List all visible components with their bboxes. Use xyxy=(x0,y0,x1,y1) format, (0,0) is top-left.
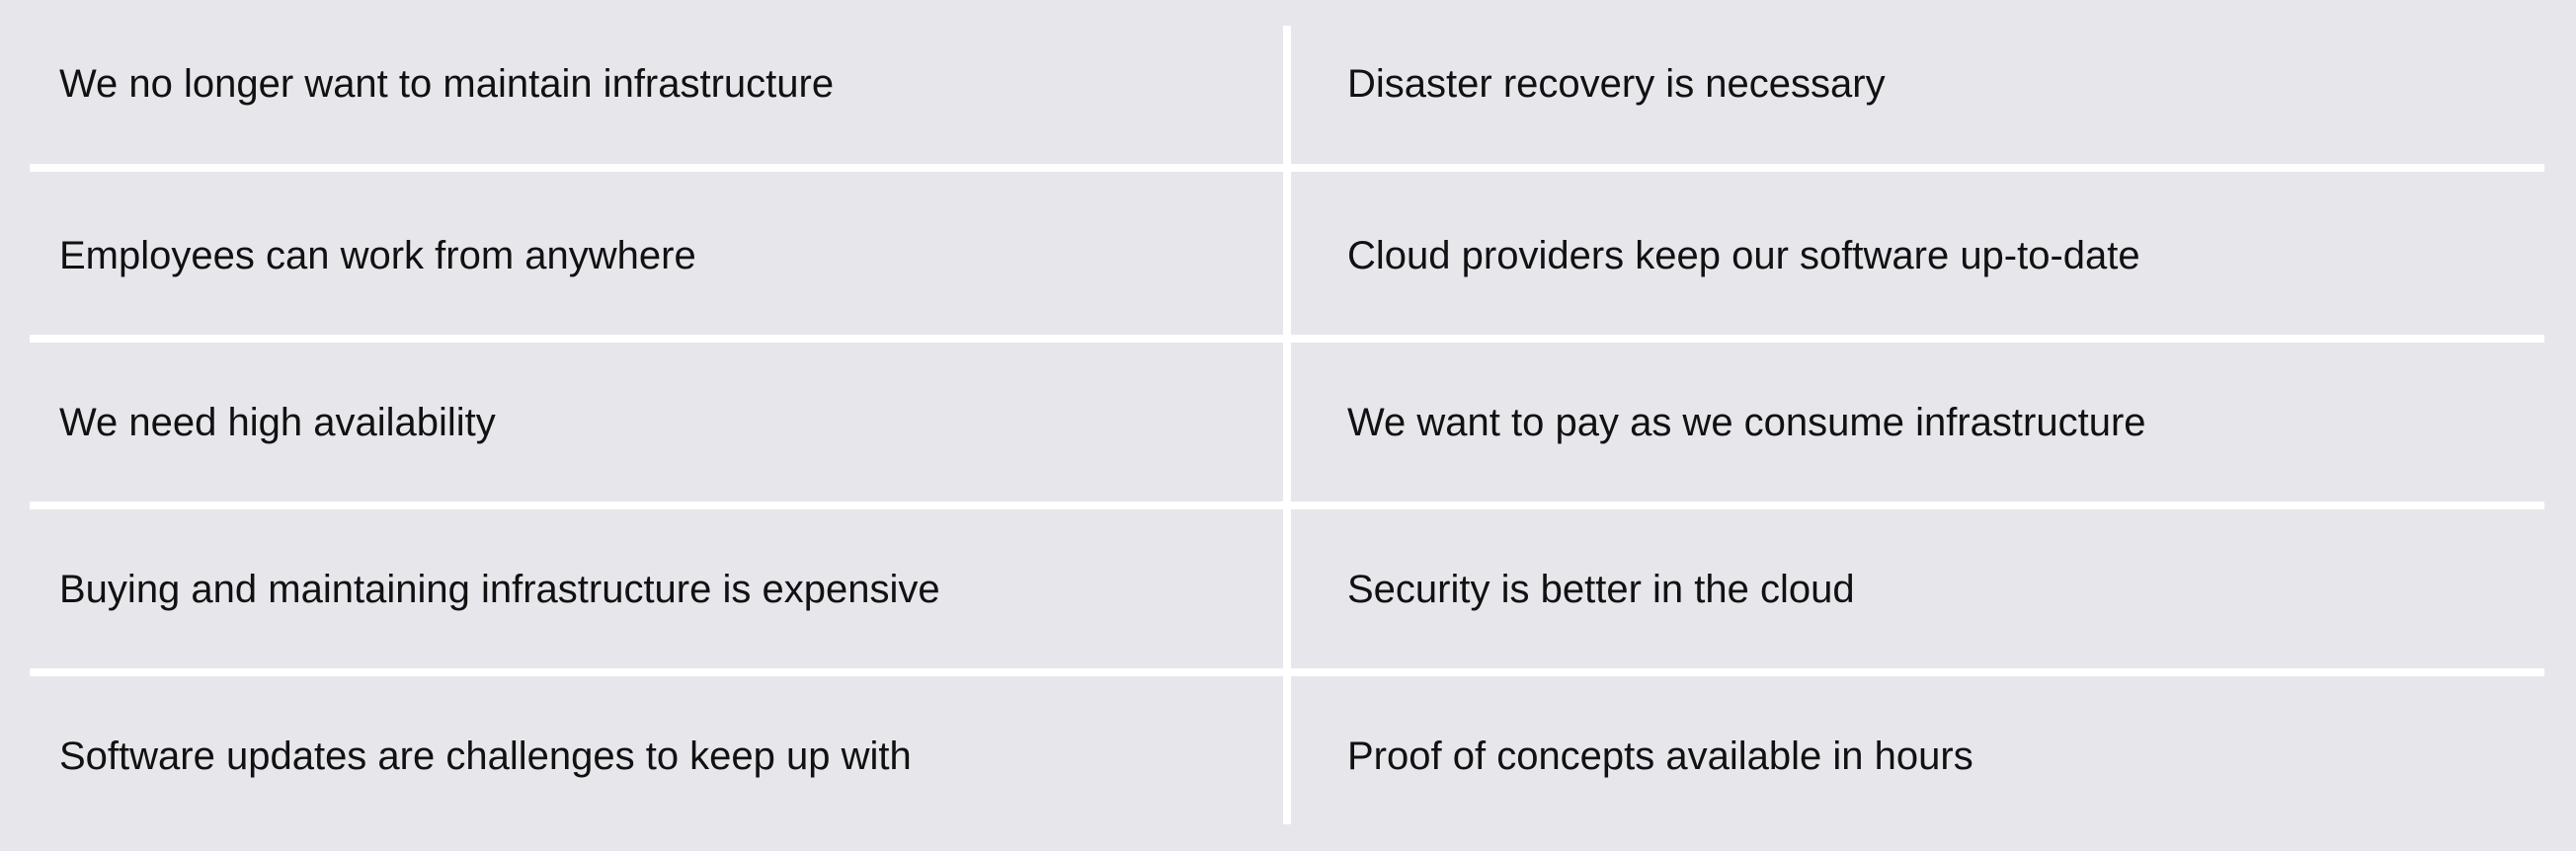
table-cell-left-2: Employees can work from anywhere xyxy=(59,172,1284,340)
reasons-table: We no longer want to maintain infrastruc… xyxy=(30,0,2544,851)
table-cell-left-5: Software updates are challenges to keep … xyxy=(59,672,1284,840)
table-cell-left-4: Buying and maintaining infrastructure is… xyxy=(59,505,1284,673)
table-cell-right-3: We want to pay as we consume infrastruct… xyxy=(1347,339,2533,506)
table-cell-right-1: Disaster recovery is necessary xyxy=(1347,0,2533,168)
cell-text: We no longer want to maintain infrastruc… xyxy=(59,62,835,106)
table-cell-right-5: Proof of concepts available in hours xyxy=(1347,672,2533,840)
cell-text: Disaster recovery is necessary xyxy=(1347,62,1886,106)
table-cell-right-2: Cloud providers keep our software up-to-… xyxy=(1347,172,2533,340)
cell-text: Software updates are challenges to keep … xyxy=(59,735,912,778)
cell-text: We need high availability xyxy=(59,401,496,444)
column-divider xyxy=(1283,26,1291,824)
table-cell-right-4: Security is better in the cloud xyxy=(1347,505,2533,673)
table-cell-left-3: We need high availability xyxy=(59,339,1284,506)
cell-text: We want to pay as we consume infrastruct… xyxy=(1347,401,2146,444)
cell-text: Employees can work from anywhere xyxy=(59,234,696,277)
table-cell-left-1: We no longer want to maintain infrastruc… xyxy=(59,0,1284,168)
cell-text: Cloud providers keep our software up-to-… xyxy=(1347,234,2140,277)
cell-text: Buying and maintaining infrastructure is… xyxy=(59,568,940,611)
cell-text: Proof of concepts available in hours xyxy=(1347,735,1973,778)
cell-text: Security is better in the cloud xyxy=(1347,568,1855,611)
